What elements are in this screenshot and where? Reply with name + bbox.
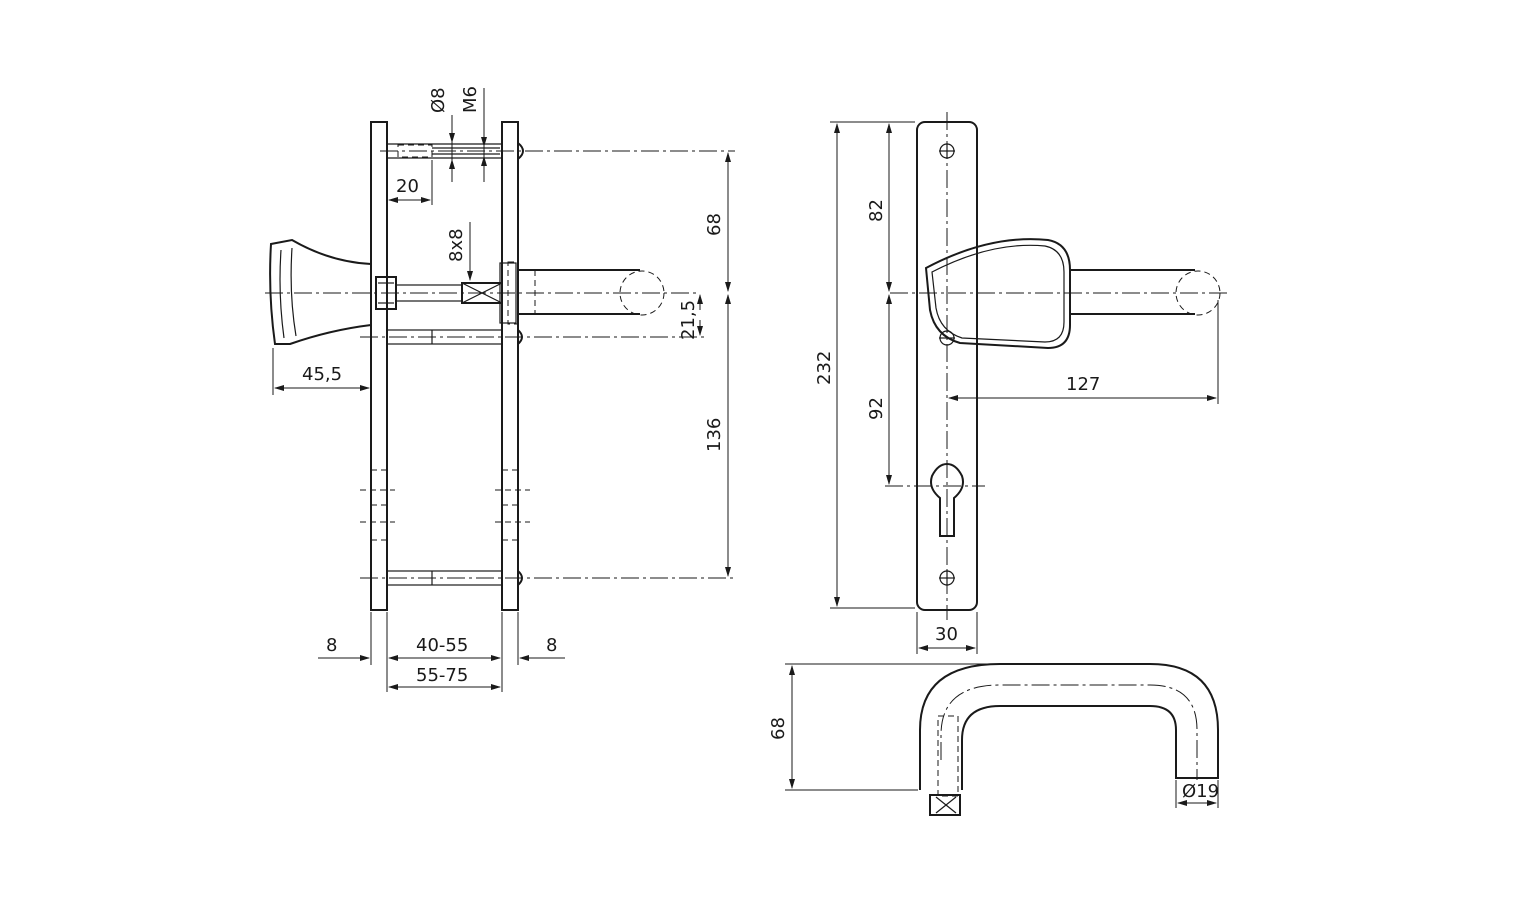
dim-spindle-to-lower: 136 xyxy=(704,418,725,452)
outer-lever xyxy=(517,269,640,315)
cylinder-hidden-lines xyxy=(360,469,530,541)
dim-knob-projection: 45,5 xyxy=(302,364,342,385)
dim-door-thickness-a: 40-55 xyxy=(416,635,468,656)
front-view: 232 82 92 127 30 xyxy=(814,112,1228,654)
lever-outer-outline xyxy=(919,663,1219,790)
cylinder-hole xyxy=(930,462,964,537)
dim-door-thickness-b: 55-75 xyxy=(416,665,468,686)
dim-dia-pin: Ø8 xyxy=(428,87,449,113)
inner-plate xyxy=(370,121,388,611)
side-view: Ø8 M6 20 8x8 68 136 21,5 45,5 8 xyxy=(265,86,735,692)
dim-upper-to-spindle: 68 xyxy=(704,213,725,236)
spindle-square-end xyxy=(461,282,503,304)
dim-plate-right: 8 xyxy=(546,635,557,656)
top-view-lever: 68 Ø19 xyxy=(768,663,1219,816)
dim-spindle-offset: 21,5 xyxy=(678,300,699,340)
dim-plate-width: 30 xyxy=(935,624,958,645)
dim-square: 8x8 xyxy=(446,228,467,262)
front-screw-bottom xyxy=(939,570,955,586)
dim-screw-length: 20 xyxy=(396,176,419,197)
dim-lever-projection: 68 xyxy=(768,717,789,740)
dim-lever-dia: Ø19 xyxy=(1182,781,1219,802)
lever-square-end xyxy=(929,794,961,816)
lever-end-circle xyxy=(619,270,665,316)
front-screw-top xyxy=(939,143,955,159)
knob xyxy=(269,238,372,345)
dim-top-to-spindle: 82 xyxy=(866,199,887,222)
dim-plate-length: 232 xyxy=(814,351,835,385)
dim-plate-left: 8 xyxy=(326,635,337,656)
front-rose xyxy=(924,238,1071,350)
outer-plate xyxy=(501,121,519,611)
dim-spindle-to-cylinder: 92 xyxy=(866,397,887,420)
dim-thread: M6 xyxy=(460,86,481,113)
dim-lever-length: 127 xyxy=(1066,374,1100,395)
